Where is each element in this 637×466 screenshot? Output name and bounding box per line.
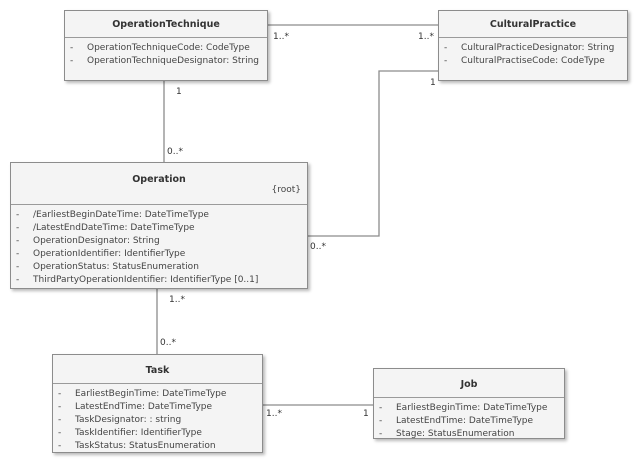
multiplicity-technique-practice-source: 1..* [273, 32, 289, 42]
class-stereotype: {root} [271, 185, 302, 195]
attribute[interactable]: -/EarliestBeginDateTime: DateTimeType [16, 210, 209, 220]
attribute-list: -/EarliestBeginDateTime: DateTimeType -/… [11, 205, 307, 287]
multiplicity-technique-operation-source: 1 [176, 87, 182, 97]
multiplicity-technique-operation-target: 0..* [167, 147, 183, 157]
class-operation-technique[interactable]: OperationTechnique -OperationTechniqueCo… [64, 10, 268, 81]
multiplicity-task-job-target: 1 [363, 409, 369, 419]
class-name: OperationTechnique [112, 19, 220, 30]
attribute[interactable]: -EarliestBeginTime: DateTimeType [379, 403, 548, 413]
class-header: Operation {root} [11, 163, 307, 205]
class-header: Job [374, 369, 564, 398]
class-cultural-practice[interactable]: CulturalPractice -CulturalPracticeDesign… [438, 10, 628, 81]
attribute[interactable]: -EarliestBeginTime: DateTimeType [58, 389, 227, 399]
multiplicity-practice-operation-source: 1 [430, 78, 436, 88]
class-header: CulturalPractice [439, 11, 627, 38]
class-operation[interactable]: Operation {root} -/EarliestBeginDateTime… [10, 162, 308, 289]
multiplicity-practice-operation-target: 0..* [310, 242, 326, 252]
class-name: Task [145, 365, 170, 376]
attribute[interactable]: -OperationTechniqueCode: CodeType [70, 43, 250, 53]
class-header: Task [53, 355, 262, 384]
attribute[interactable]: -TaskDesignator: : string [58, 415, 182, 425]
multiplicity-technique-practice-target: 1..* [418, 32, 434, 42]
attribute-list: -EarliestBeginTime: DateTimeType -Latest… [53, 384, 262, 453]
attribute[interactable]: -LatestEndTime: DateTimeType [379, 416, 534, 426]
attribute-list: -CulturalPracticeDesignator: String -Cul… [439, 38, 627, 68]
class-name: Job [460, 379, 478, 390]
attribute[interactable]: -OperationIdentifier: IdentifierType [16, 249, 186, 259]
attribute-list: -EarliestBeginTime: DateTimeType -Latest… [374, 398, 564, 441]
attribute[interactable]: -OperationTechniqueDesignator: String [70, 56, 260, 66]
class-job[interactable]: Job -EarliestBeginTime: DateTimeType -La… [373, 368, 565, 439]
attribute[interactable]: -OperationDesignator: String [16, 236, 160, 246]
attribute[interactable]: -CulturalPracticeDesignator: String [444, 43, 615, 53]
attribute[interactable]: -TaskStatus: StatusEnumeration [58, 441, 216, 451]
class-name: Operation [132, 174, 186, 185]
attribute[interactable]: -/LatestEndDateTime: DateTimeType [16, 223, 195, 233]
multiplicity-task-job-source: 1..* [266, 409, 282, 419]
class-task[interactable]: Task -EarliestBeginTime: DateTimeType -L… [52, 354, 263, 453]
multiplicity-operation-task-source: 1..* [169, 295, 185, 305]
attribute-list: -OperationTechniqueCode: CodeType -Opera… [65, 38, 267, 68]
attribute[interactable]: -ThirdPartyOperationIdentifier: Identifi… [16, 275, 259, 285]
multiplicity-operation-task-target: 0..* [160, 338, 176, 348]
attribute[interactable]: -LatestEndTime: DateTimeType [58, 402, 213, 412]
attribute[interactable]: -Stage: StatusEnumeration [379, 429, 515, 439]
attribute[interactable]: -CulturalPractiseCode: CodeType [444, 56, 605, 66]
attribute[interactable]: -OperationStatus: StatusEnumeration [16, 262, 199, 272]
class-header: OperationTechnique [65, 11, 267, 38]
attribute[interactable]: -TaskIdentifier: IdentifierType [58, 428, 202, 438]
association-practice-operation[interactable] [308, 70, 438, 237]
class-name: CulturalPractice [489, 19, 577, 30]
